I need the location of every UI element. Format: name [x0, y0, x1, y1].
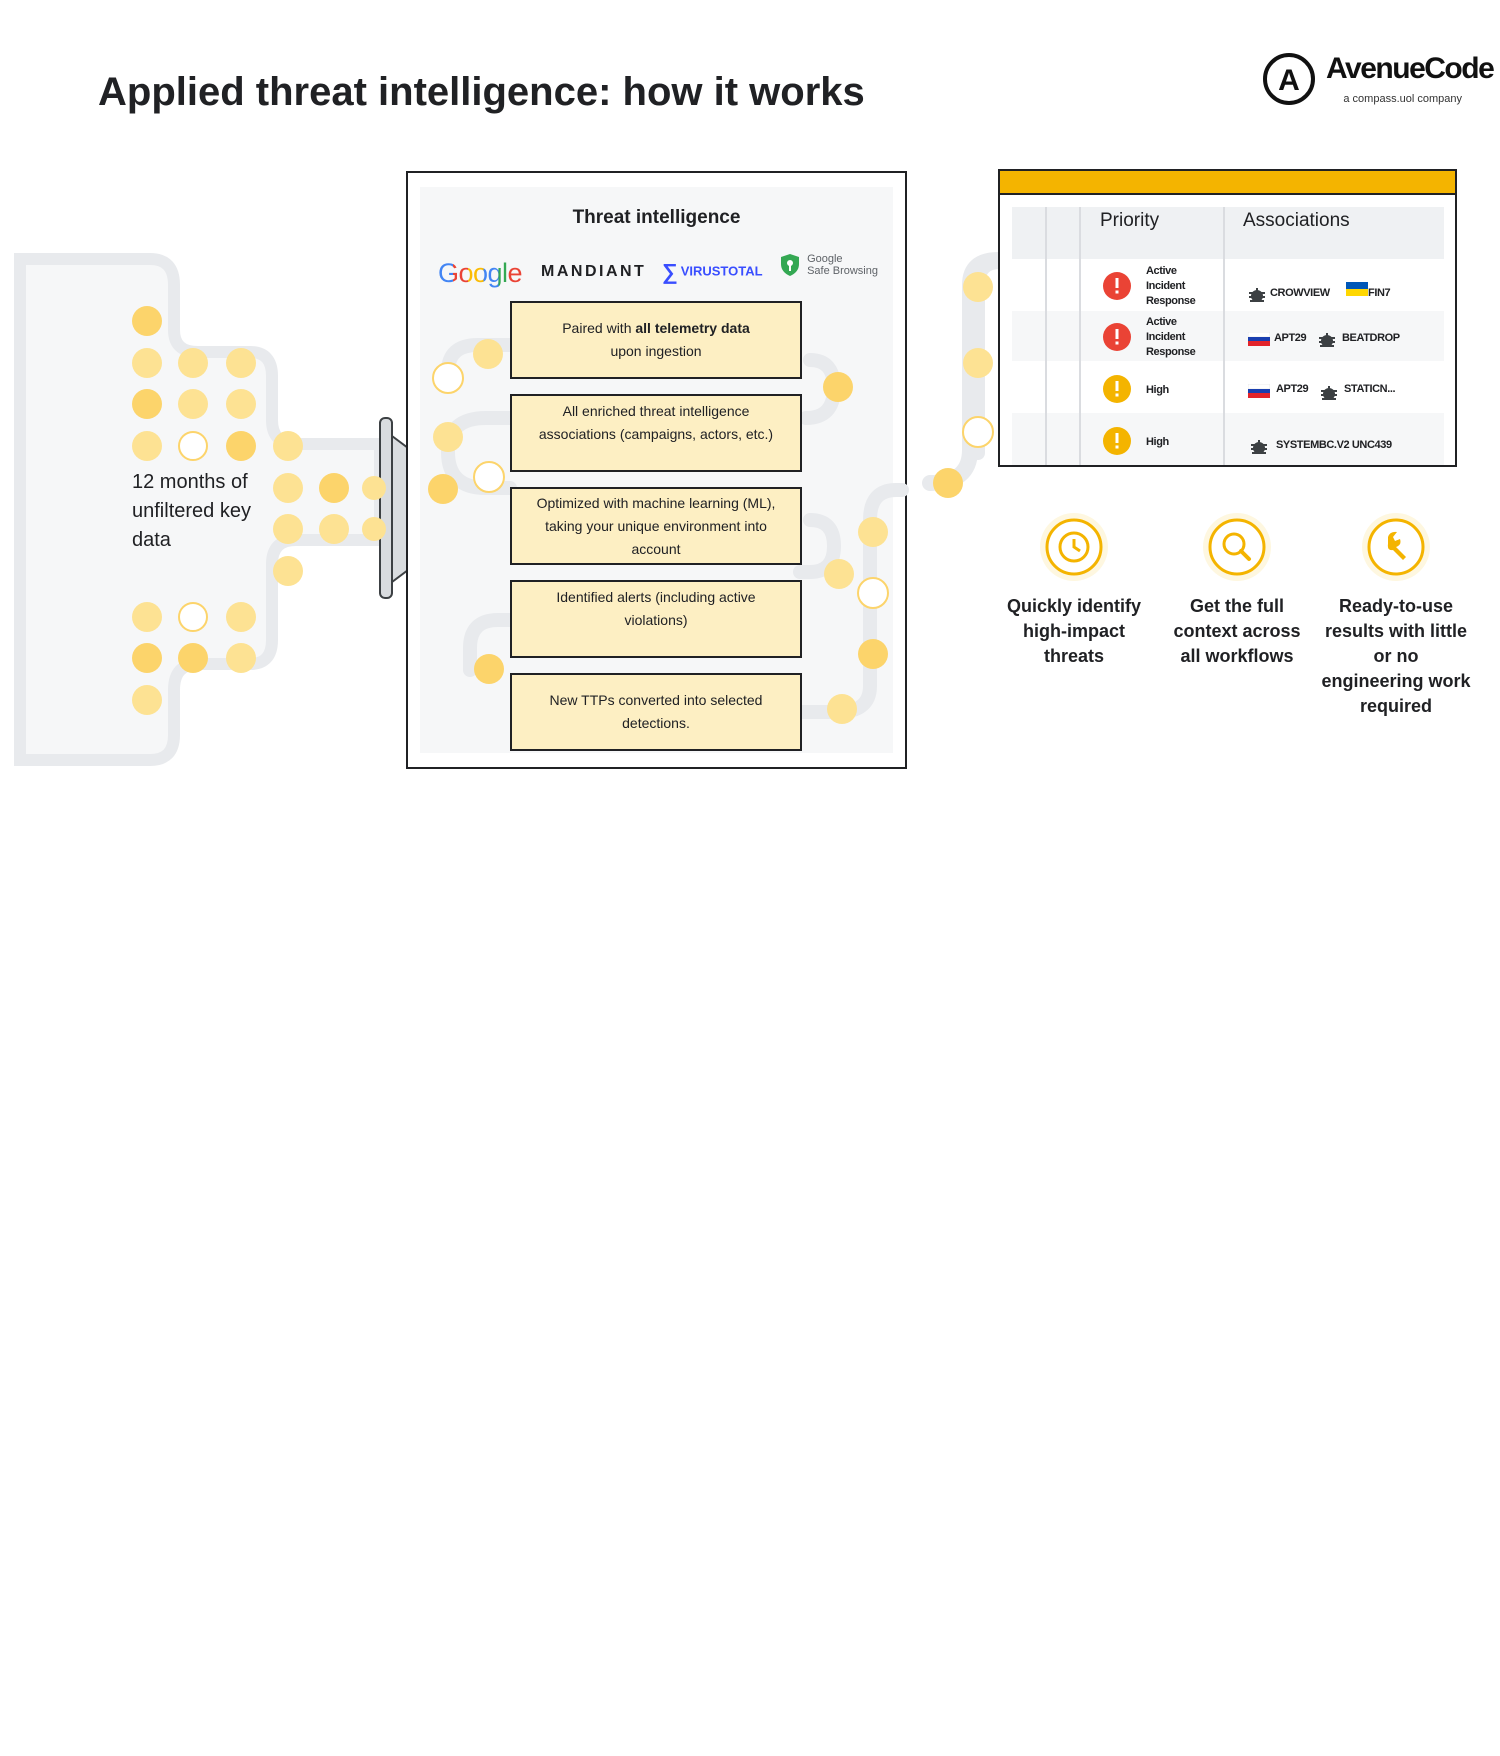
malware-bug-icon	[1319, 333, 1335, 347]
page-title: Applied threat intelligence: how it work…	[98, 70, 865, 114]
row-4-priority: High	[1146, 436, 1169, 448]
step-4-text: Identified alerts (including active viol…	[556, 589, 756, 628]
step-1-pre: Paired with	[562, 320, 636, 336]
mandiant-logo: MANDIANT	[541, 263, 647, 280]
step-telemetry: Paired with all telemetry data upon inges…	[510, 301, 802, 379]
data-dots	[132, 306, 386, 715]
row-1-priority: Active Incident Response	[1146, 265, 1196, 307]
step-ml: Optimized with machine learning (ML), ta…	[510, 487, 802, 565]
associations-header: Associations	[1243, 210, 1350, 231]
priority-header: Priority	[1100, 210, 1160, 231]
safe-browsing-line-2: Safe Browsing	[807, 265, 878, 277]
malware-bug-icon	[1249, 288, 1265, 302]
high-alert-icon	[1103, 375, 1131, 403]
row-3-assoc-2: STATICN...	[1344, 383, 1396, 395]
svg-text:A: A	[1278, 64, 1300, 97]
step-detections: New TTPs converted into selected detecti…	[510, 673, 802, 751]
row-3-priority: High	[1146, 384, 1169, 396]
step-1-bold: all telemetry data	[635, 320, 750, 336]
virustotal-label: VIRUSTOTAL	[680, 263, 763, 279]
avenuecode-logo: A AvenueCode a compass.uol company	[1262, 48, 1495, 118]
step-5-text: New TTPs converted into selected detecti…	[549, 692, 763, 731]
magnifier-icon	[1203, 513, 1271, 581]
benefit-full-context: Get the full context across all workflow…	[1173, 596, 1301, 666]
step-2-text: All enriched threat intelligence associa…	[538, 403, 774, 442]
virustotal-icon: ∑	[662, 259, 678, 284]
row-2-priority: Active Incident Response	[1146, 316, 1196, 358]
results-table-header-bar	[1000, 171, 1455, 195]
clock-icon	[1040, 513, 1108, 581]
critical-alert-icon	[1103, 323, 1131, 351]
malware-bug-icon	[1251, 440, 1267, 454]
brand-name: AvenueCode	[1326, 52, 1495, 85]
critical-alert-icon	[1103, 272, 1131, 300]
google-logo: Google	[438, 258, 523, 288]
high-alert-icon	[1103, 427, 1131, 455]
output-dots	[962, 272, 994, 448]
results-table-grid	[1012, 207, 1444, 465]
row-2-assoc-1: APT29	[1274, 332, 1307, 344]
row-4-assoc-1: SYSTEMBC.V2 UNC439	[1276, 439, 1392, 451]
panel-dots	[428, 339, 963, 724]
shield-icon	[781, 254, 799, 276]
safe-browsing-line-1: Google	[807, 253, 843, 265]
malware-bug-icon	[1321, 386, 1337, 400]
row-1-assoc-2: FIN7	[1368, 287, 1391, 299]
avenuecode-a-icon: A	[1263, 53, 1315, 105]
virustotal-logo: ∑VIRUSTOTAL	[662, 259, 763, 285]
wrench-icon	[1362, 513, 1430, 581]
row-1-assoc-1: CROWVIEW	[1270, 287, 1330, 299]
brand-tagline: a compass.uol company	[1343, 93, 1462, 105]
step-3-text: Optimized with machine learning (ML), ta…	[536, 494, 776, 557]
step-alerts: Identified alerts (including active viol…	[510, 580, 802, 658]
ukraine-flag-icon	[1346, 282, 1368, 296]
panel-flow-overlay	[428, 255, 1007, 724]
russia-flag-icon	[1248, 332, 1270, 346]
row-3-assoc-1: APT29	[1276, 383, 1309, 395]
step-1-post: upon ingestion	[610, 343, 702, 359]
step-associations: All enriched threat intelligence associa…	[510, 394, 802, 472]
russia-flag-icon	[1248, 384, 1270, 398]
row-2-assoc-2: BEATDROP	[1342, 332, 1400, 344]
source-label: 12 months of unfiltered key data	[132, 471, 251, 551]
threat-intelligence-title: Threat intelligence	[572, 207, 741, 228]
benefit-identify-threats: Quickly identify high-impact threats	[1006, 596, 1142, 666]
benefit-ready-to-use: Ready-to-use results with little or no e…	[1321, 596, 1471, 716]
